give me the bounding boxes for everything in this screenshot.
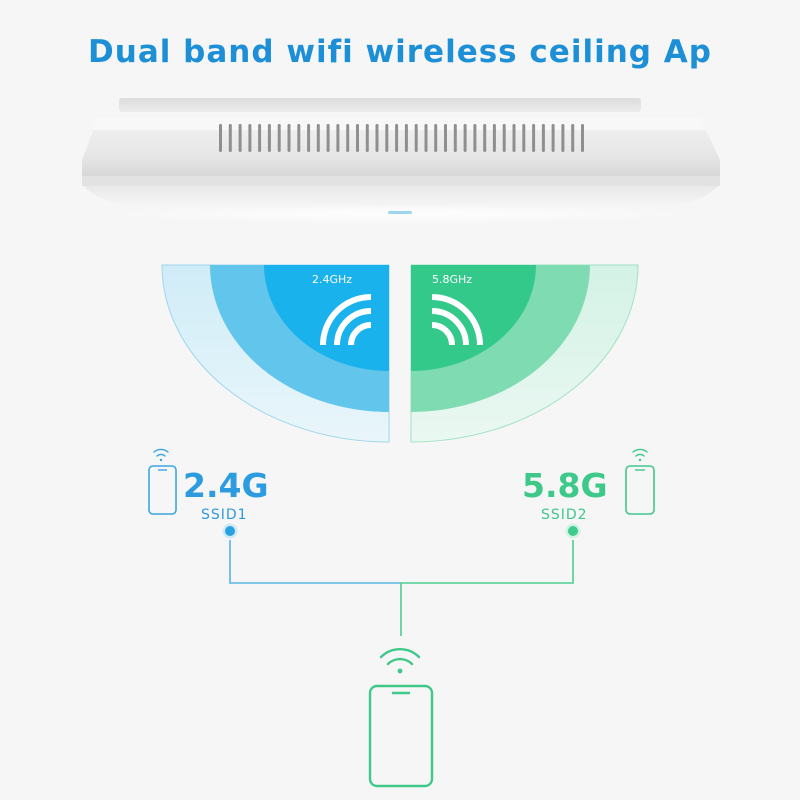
vent-slot (238, 124, 242, 152)
ssid1-label: SSID1 (201, 507, 248, 523)
ap-top-plate (119, 98, 641, 112)
wifi-icon (379, 647, 421, 674)
vent-slot (336, 124, 340, 152)
vent-slot (532, 124, 536, 152)
vent-slot (424, 124, 428, 152)
vent-slot (541, 124, 545, 152)
vent-slot (434, 124, 438, 152)
wifi-icon (431, 294, 483, 346)
page-title: Dual band wifi wireless ceiling Ap (88, 34, 712, 70)
vent-slot (326, 124, 330, 152)
vent-slot (522, 124, 526, 152)
wifi-icon (632, 448, 648, 462)
vent-slot (287, 124, 291, 152)
vent-slot (219, 124, 222, 152)
band-5-8g-name: 5.8G (522, 466, 608, 505)
vent-slot (502, 124, 506, 152)
vent-slot (277, 124, 281, 152)
vent-slot (297, 124, 301, 152)
vent-slot (385, 124, 389, 152)
ap-status-light (388, 211, 412, 214)
vent-slot (356, 124, 359, 152)
ap-rim (82, 176, 720, 186)
vent-slot (444, 124, 447, 152)
vent-slot (453, 124, 457, 152)
wifi-icon (153, 448, 169, 462)
vent-slot (346, 124, 350, 152)
band-5-8ghz-label: 5.8GHz (432, 273, 472, 286)
vent-slot (267, 124, 271, 152)
phone-2-4g (148, 448, 177, 515)
ssid1-node (225, 526, 235, 536)
client-device (368, 647, 434, 788)
ceiling-ap-device (82, 98, 720, 224)
wifi-icon (320, 294, 372, 346)
ssid2-node (568, 526, 578, 536)
connection-lines (229, 540, 574, 636)
vent-slot (551, 124, 555, 152)
vent-slot (561, 124, 565, 152)
ap-vents (219, 124, 584, 152)
vent-slot (248, 124, 252, 152)
band-2-4g-name: 2.4G (183, 466, 269, 505)
vent-slot (258, 124, 262, 152)
vent-slot (512, 124, 516, 152)
vent-slot (404, 124, 408, 152)
coverage-5-8ghz: 5.8GHz (410, 264, 639, 443)
vent-slot (395, 124, 399, 152)
vent-slot (414, 124, 418, 152)
vent-slot (228, 124, 232, 152)
ap-base (84, 186, 718, 210)
vent-slot (492, 124, 496, 152)
vent-slot (483, 124, 487, 152)
smartphone-icon (368, 684, 434, 788)
phone-5-8g (625, 448, 655, 515)
vent-slot (375, 124, 379, 152)
vent-slot (581, 124, 584, 152)
vent-slot (365, 124, 369, 152)
vent-slot (316, 124, 320, 152)
vent-slot (463, 124, 467, 152)
ssid2-label: SSID2 (541, 507, 588, 523)
smartphone-icon (625, 465, 655, 515)
vent-slot (571, 124, 575, 152)
vent-slot (473, 124, 477, 152)
band-2-4ghz-label: 2.4GHz (312, 273, 352, 286)
vent-slot (307, 124, 311, 152)
smartphone-icon (148, 465, 177, 515)
coverage-2-4ghz: 2.4GHz (161, 264, 390, 443)
